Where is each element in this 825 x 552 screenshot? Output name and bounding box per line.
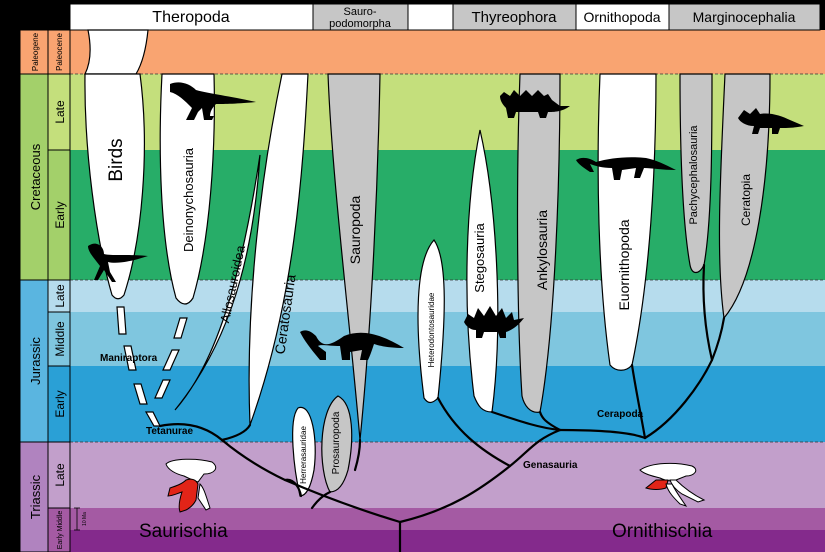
- band-triassic-bottom: [70, 530, 825, 552]
- spindle-birds: [84, 73, 145, 300]
- header-sauropodomorpha-label-1: Sauro-: [343, 6, 376, 18]
- node-maniraptora: Maniraptora: [100, 353, 158, 364]
- spindle-allosauroidea: [174, 154, 261, 411]
- ornithopod-silhouette-icon: [576, 157, 676, 180]
- sauropod-silhouette-icon: [300, 330, 404, 360]
- label-deinonychosauria: Deinonychosauria: [181, 147, 196, 252]
- spindle-euornithopoda: [597, 73, 657, 371]
- epoch-triassic-late: Late: [53, 463, 67, 487]
- node-labels: Maniraptora Tetanurae Cerapoda Genasauri…: [100, 353, 644, 471]
- header-thyreophora-label: Thyreophora: [471, 9, 557, 26]
- ankylosaur-silhouette-icon: [500, 90, 570, 118]
- label-euornithopoda: Euornithopoda: [616, 219, 632, 310]
- label-ceratopia: Ceratopia: [739, 174, 753, 226]
- ornithischian-hip-icon: [639, 462, 706, 507]
- spindle-stegosauria: [466, 129, 499, 413]
- silhouettes: [88, 82, 804, 360]
- epoch-paleocene: Paleocene: [55, 33, 64, 71]
- node-cerapoda: Cerapoda: [597, 409, 644, 420]
- saurischian-hip-icon: [165, 458, 217, 513]
- header-sauropodomorpha-label-2: podomorpha: [329, 18, 392, 30]
- header-gap: [407, 3, 454, 31]
- epoch-jurassic-early: Early: [53, 390, 67, 417]
- stegosaur-silhouette-icon: [464, 306, 524, 338]
- spindle-herrerasauridae: [292, 406, 316, 497]
- band-jurassic-early: [70, 366, 825, 442]
- clade-spindles: [84, 29, 771, 497]
- header-ornithopoda-label: Ornithopoda: [583, 9, 660, 25]
- scale-label: 10 Ma: [82, 512, 88, 526]
- epoch-jurassic-middle: Middle: [53, 321, 67, 357]
- node-tetanurae: Tetanurae: [146, 426, 193, 437]
- timescale: Paleogene Paleocene Cretaceous Late Earl…: [19, 29, 88, 552]
- period-cretaceous: Cretaceous: [28, 143, 43, 210]
- ghost-lineage-deinonychosauria: [154, 317, 188, 399]
- label-ankylosauria: Ankylosauria: [534, 210, 550, 290]
- spindle-prosauropoda: [321, 395, 353, 493]
- period-paleogene: Paleogene: [31, 32, 40, 71]
- label-stegosauria: Stegosauria: [472, 223, 487, 293]
- band-jurassic-middle: [70, 312, 825, 366]
- header-thyreophora: [452, 3, 577, 31]
- band-triassic-em: [70, 508, 825, 530]
- header-marginocephalia-label: Marginocephalia: [693, 9, 796, 25]
- spindle-heterodontosauridae: [417, 239, 445, 404]
- header-marginocephalia: [668, 3, 821, 31]
- label-birds: Birds: [106, 138, 127, 181]
- period-triassic: Triassic: [28, 474, 43, 519]
- period-jurassic: Jurassic: [28, 337, 43, 385]
- label-pachycephalosauria: Pachycephalosauria: [688, 125, 700, 225]
- order-labels: Saurischia Ornithischia: [139, 521, 713, 542]
- label-sauropoda: Sauropoda: [347, 196, 363, 265]
- spindle-pachycephalosauria: [679, 73, 713, 274]
- header-row: Theropoda Sauro- podomorpha Thyreophora …: [69, 3, 821, 31]
- header-theropoda-label: Theropoda: [152, 9, 229, 26]
- label-prosauropoda: Prosauropoda: [331, 411, 342, 474]
- node-genasauria: Genasauria: [523, 460, 578, 471]
- theropod-silhouette-icon: [170, 82, 256, 120]
- band-paleogene: [70, 30, 825, 74]
- spindle-birds-upper: [84, 29, 149, 75]
- spindle-ankylosauria: [516, 73, 561, 413]
- epoch-cretaceous-early: Early: [53, 201, 67, 228]
- ceratopsian-silhouette-icon: [738, 108, 804, 134]
- epoch-jurassic-late: Late: [53, 284, 67, 308]
- bird-silhouette-icon: [88, 243, 148, 282]
- epoch-triassic-early-middle: Early Middle: [57, 511, 64, 550]
- order-saurischia: Saurischia: [139, 521, 228, 542]
- label-heterodontosauridae: Heterodontosauridae: [427, 292, 436, 367]
- order-ornithischia: Ornithischia: [612, 521, 713, 542]
- label-herrerasauridae: Herrerasauridae: [299, 426, 308, 484]
- tree-branches: [158, 263, 726, 552]
- spindle-deinonychosauria: [159, 73, 215, 305]
- header-sauropodomorpha: [312, 3, 409, 31]
- ghost-lineage-birds: [116, 306, 161, 427]
- header-ornithopoda: [575, 3, 670, 31]
- epoch-cretaceous-late: Late: [53, 100, 67, 124]
- clade-labels: Birds Deinonychosauria Allosauroidea Cer…: [106, 125, 753, 484]
